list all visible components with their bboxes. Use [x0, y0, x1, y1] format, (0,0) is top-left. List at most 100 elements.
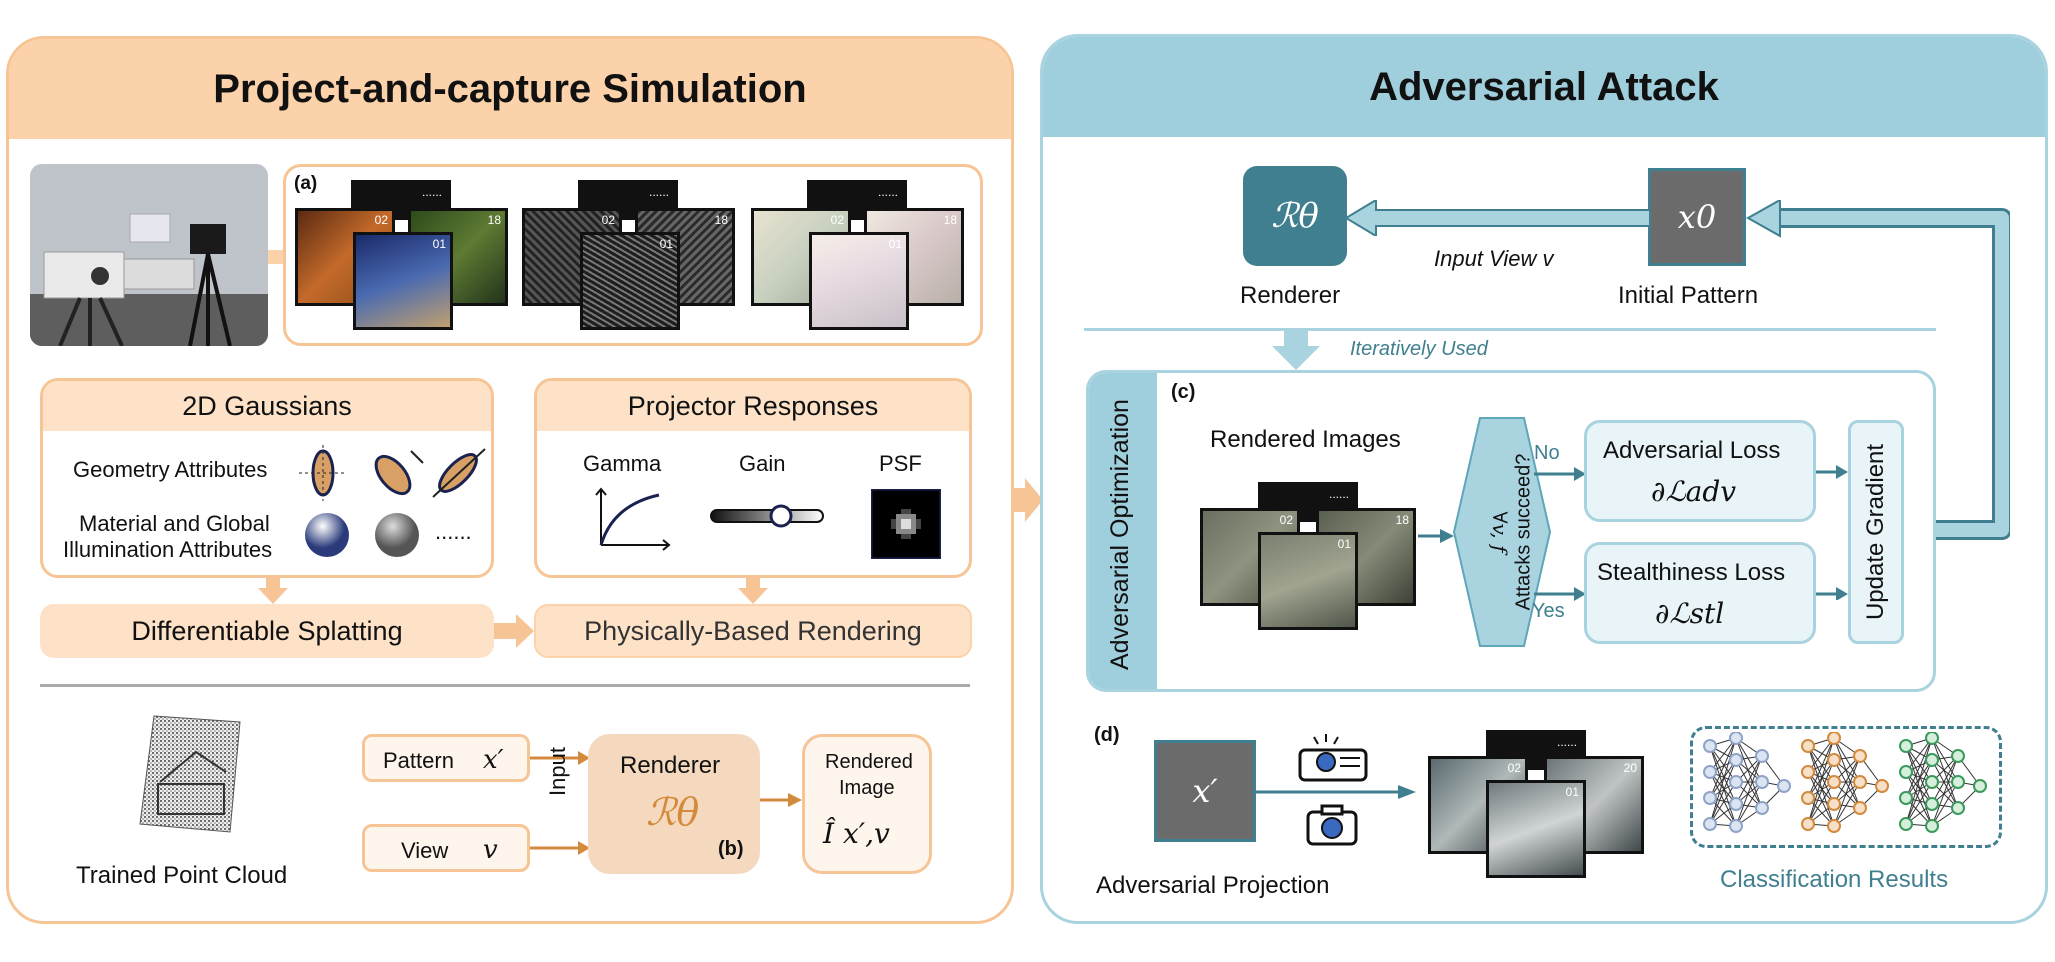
x-prime-symbol: x′: [1192, 772, 1218, 810]
projector-header: Projector Responses: [537, 381, 969, 431]
projection-arrow: [1256, 785, 1416, 799]
network-node: [1755, 749, 1769, 763]
gamma-curve-icon: [595, 487, 671, 551]
thumb-front: 01: [1486, 780, 1586, 878]
view-label: View: [401, 838, 449, 863]
attack-header: Adversarial Attack: [1043, 37, 2045, 137]
panel-connector-arrow: [1013, 478, 1043, 522]
arrow-down-icon: [738, 578, 768, 604]
rendered-images-label: Rendered Images: [1210, 426, 1401, 453]
network-node: [1827, 753, 1841, 767]
pattern-label: Pattern: [383, 748, 454, 773]
network-node: [1755, 801, 1769, 815]
network-node: [1853, 749, 1867, 763]
network-node: [1729, 819, 1743, 833]
network-node: [1801, 739, 1815, 753]
x-prime-pattern: x′: [1154, 740, 1256, 842]
thumb-front: 01: [1258, 532, 1358, 630]
gaussian-ellipses-icon: [299, 445, 486, 501]
rendered-image-box: Rendered Image Î x′,v: [802, 734, 932, 874]
thumb-front: 01: [353, 232, 453, 330]
pbr-box: Physically-Based Rendering: [534, 604, 972, 658]
arrow-right-icon: [494, 614, 534, 648]
network-node: [1827, 732, 1841, 745]
thumb-front: 01: [809, 232, 909, 330]
adversarial-loss-box: Adversarial Loss ∂ℒadv: [1584, 420, 1816, 522]
attack-question-line2: Attacks succeed?: [1512, 453, 1535, 611]
stealthiness-loss-box: Stealthiness Loss ∂ℒstl: [1584, 542, 1816, 644]
arrow-right-icon: [760, 793, 802, 807]
thumb-back-label: ......: [1328, 487, 1349, 501]
network-node: [1703, 739, 1717, 753]
thumb-front-label: 01: [1565, 785, 1579, 799]
simulation-title: Project-and-capture Simulation: [213, 66, 807, 111]
network-node: [1875, 779, 1889, 793]
network-node: [1925, 775, 1939, 789]
update-gradient-label: Update Gradient: [1862, 443, 1889, 621]
thumb-right-label: 18: [943, 213, 957, 227]
projector-title: Projector Responses: [627, 390, 879, 421]
splatting-label: Differentiable Splatting: [131, 615, 403, 646]
view-box: View v: [362, 824, 530, 872]
adversarial-projection-label: Adversarial Projection: [1096, 872, 1330, 899]
thumb-front-label: 01: [432, 237, 446, 251]
point-cloud-label: Trained Point Cloud: [76, 862, 288, 889]
loss-arrows: [1816, 465, 1848, 600]
setup-photo: [30, 164, 268, 346]
attack-question-line1: ∀v, f: [1488, 511, 1512, 553]
geometry-attributes-label: Geometry Attributes: [73, 457, 268, 482]
pattern-symbol: x′: [483, 745, 504, 775]
iteratively-used-label: Iteratively Used: [1350, 338, 1488, 360]
network-node: [1951, 775, 1965, 789]
network-node: [1755, 775, 1769, 789]
thumb-mid-label: 02: [1279, 513, 1293, 527]
network-node: [1777, 779, 1791, 793]
photo-connector: [268, 250, 284, 264]
thumb-mid-label: 02: [601, 213, 615, 227]
network-node: [1925, 797, 1939, 811]
label-d: (d): [1094, 724, 1120, 746]
view-symbol: v: [483, 835, 498, 865]
network-node: [1951, 749, 1965, 763]
yes-label: Yes: [1532, 600, 1565, 622]
thumb-back-label: ......: [1556, 735, 1577, 749]
input-view-label: Input View v: [1434, 246, 1554, 271]
thumb-front-label: 01: [888, 237, 902, 251]
splatting-box: Differentiable Splatting: [40, 604, 494, 658]
network-node: [1925, 753, 1939, 767]
network-node: [1899, 817, 1913, 831]
projection-stack: ...... 02 20 01: [1428, 730, 1646, 878]
thumb-back-label: ......: [877, 185, 898, 199]
no-label: No: [1534, 442, 1560, 464]
network-node: [1899, 739, 1913, 753]
thumb-mid-label: 02: [830, 213, 844, 227]
label-b: (b): [718, 838, 744, 860]
rendered-symbol: Î x′,v: [823, 817, 890, 850]
arrow-right-icon: [1418, 529, 1454, 543]
rendered-stack: ...... 02 18 01: [1200, 482, 1418, 630]
network-node: [1801, 817, 1815, 831]
arrow-down-icon: [258, 578, 288, 604]
gamma-label: Gamma: [583, 451, 662, 476]
neural-networks-icon: [1703, 732, 1987, 833]
thumb-front: 01: [580, 232, 680, 330]
material-ellipsis: ......: [435, 519, 472, 544]
renderer-box: Renderer ℛθ (b): [588, 734, 760, 874]
input-arrows: [530, 751, 590, 855]
gain-slider-icon: [710, 504, 824, 528]
setup-photo-illustration: [30, 164, 268, 346]
stealthiness-loss-label: Stealthiness Loss: [1597, 559, 1786, 586]
renderer-symbol: ℛθ: [646, 790, 700, 834]
thumb-front-label: 01: [1337, 537, 1351, 551]
gaussians-title: 2D Gaussians: [182, 390, 352, 421]
attack-title: Adversarial Attack: [1369, 64, 1719, 109]
right-renderer-symbol: ℛθ: [1271, 196, 1319, 236]
network-node: [1827, 797, 1841, 811]
adversarial-loss-label: Adversarial Loss: [1603, 437, 1781, 464]
network-node: [1703, 765, 1717, 779]
right-renderer-label: Renderer: [1240, 282, 1341, 309]
thumb-stack-3: ...... 02 18 01: [751, 180, 966, 330]
decision-diamond: [1452, 417, 1552, 647]
thumb-stack-2: ...... 02 18 01: [522, 180, 737, 330]
right-divider: [1084, 328, 1936, 331]
